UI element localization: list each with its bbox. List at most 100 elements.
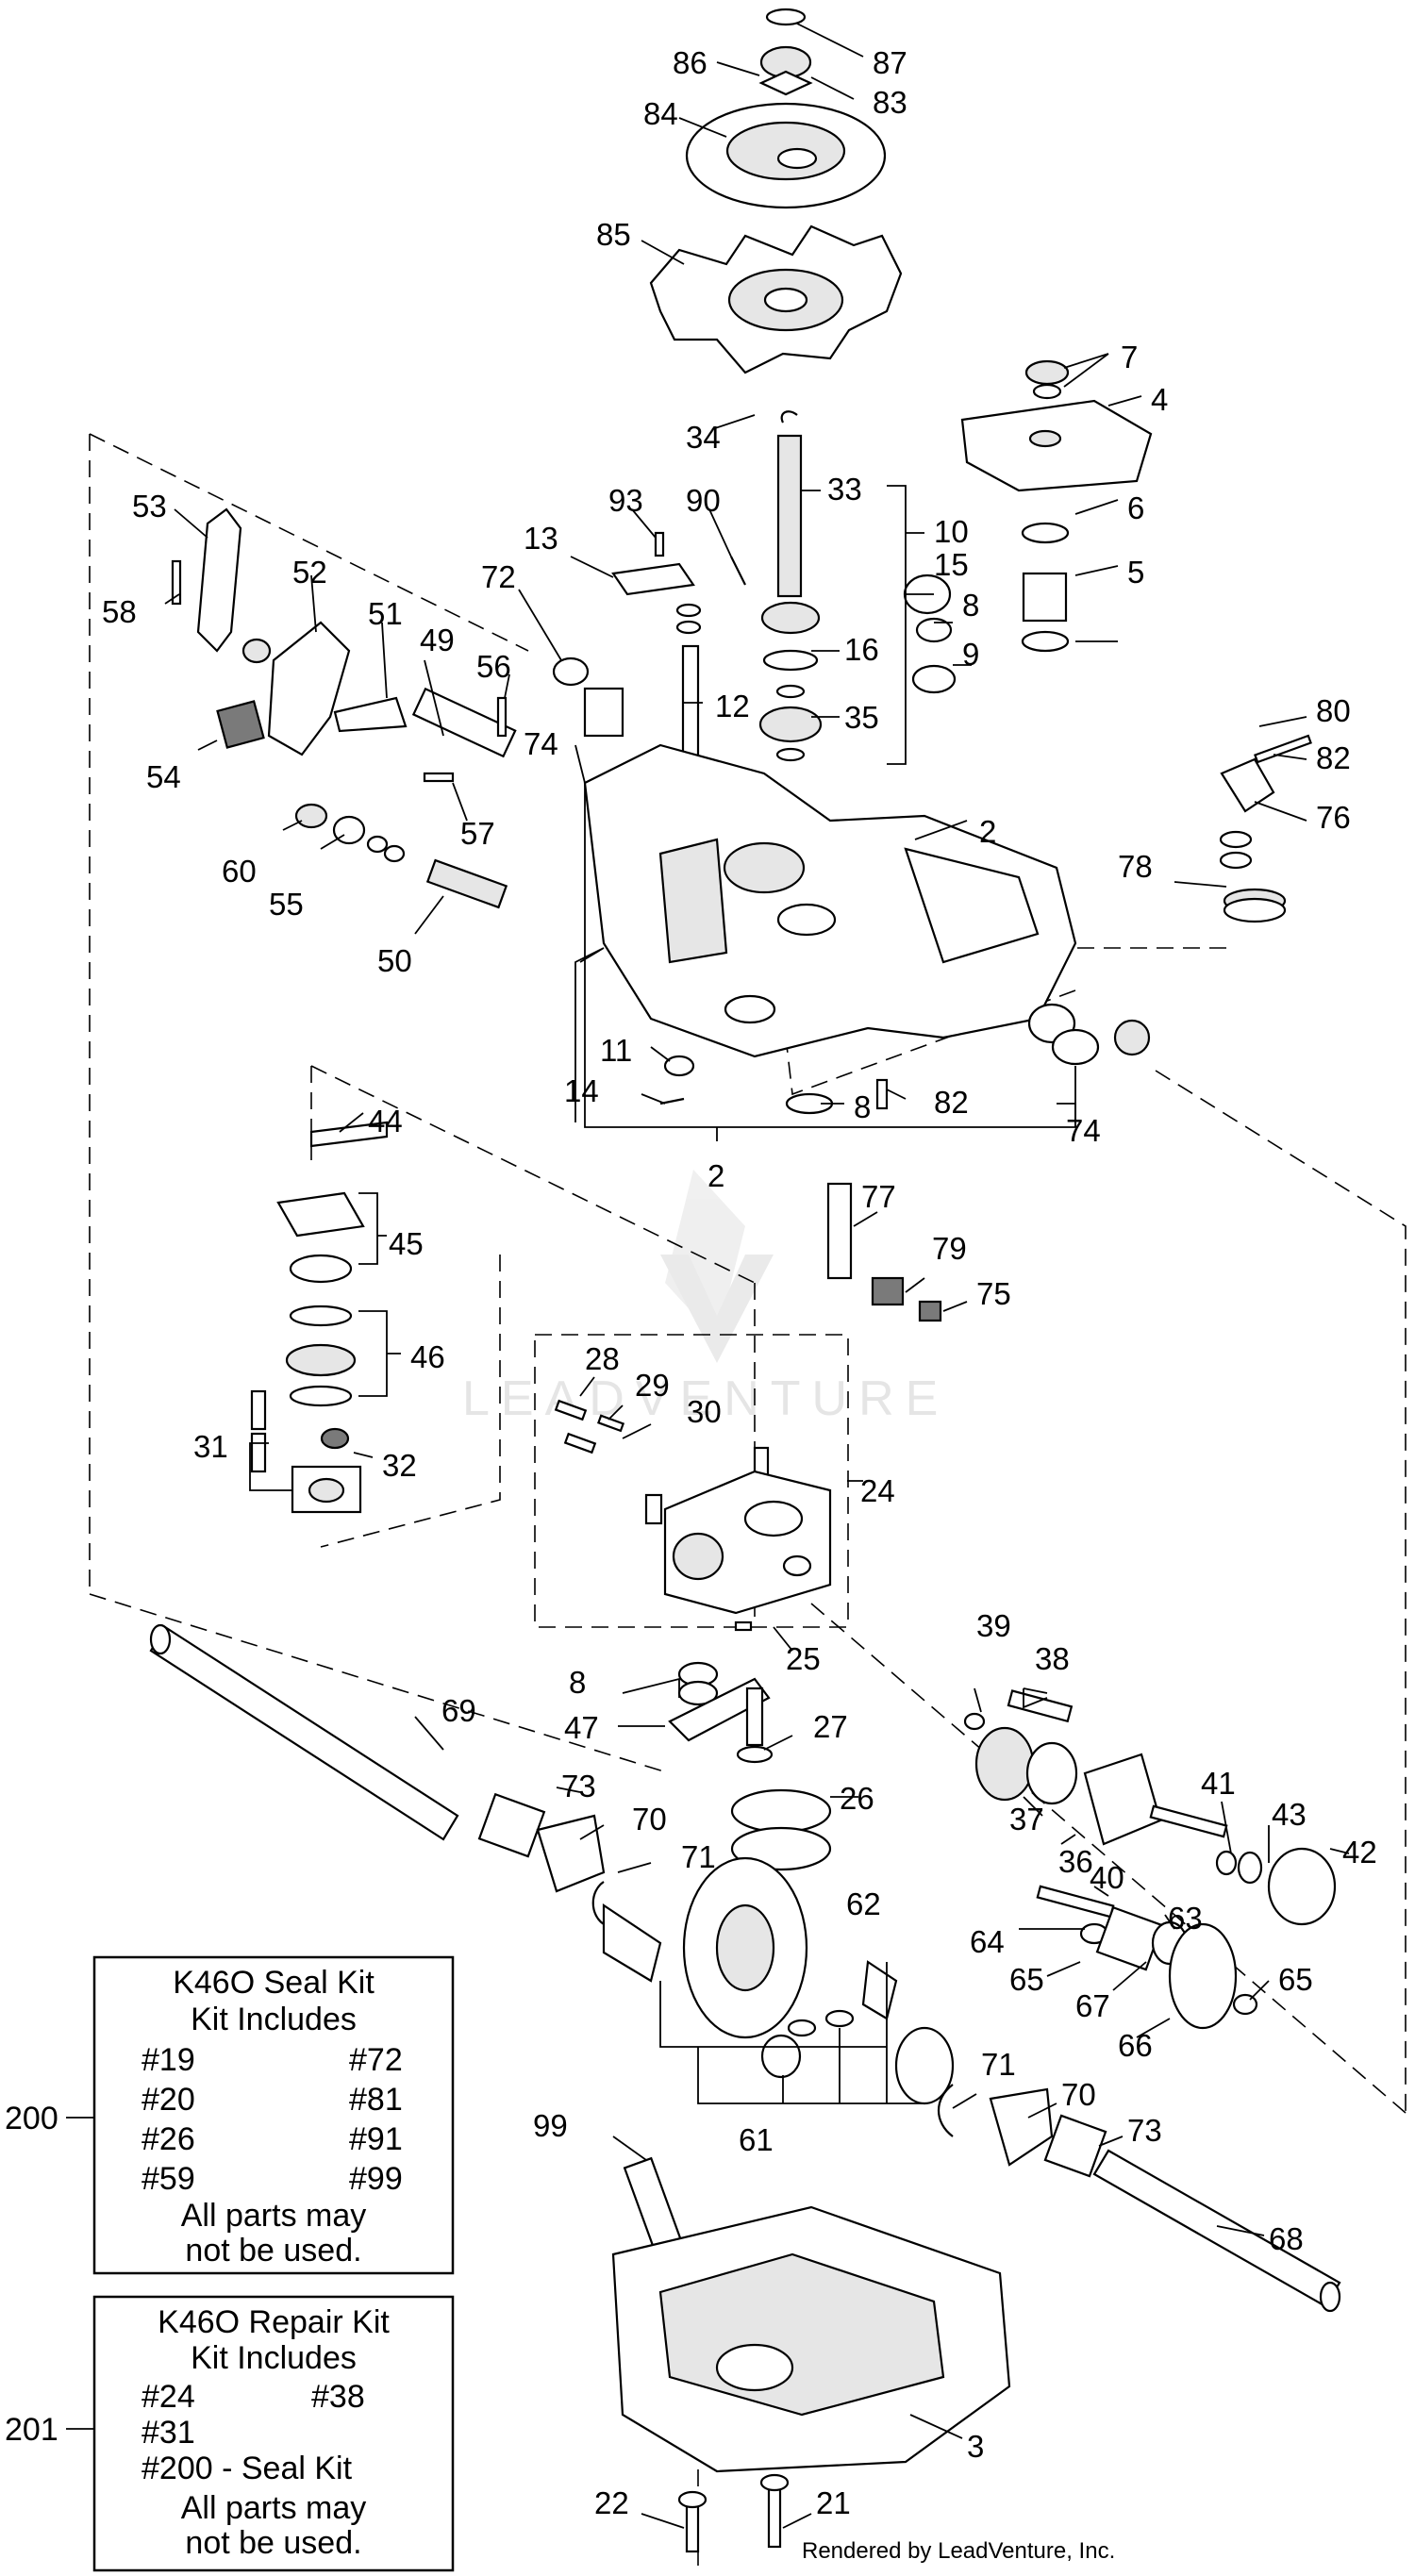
callout-6-top: 6 bbox=[1127, 490, 1144, 525]
seal-kit-part: #81 bbox=[349, 2082, 403, 2118]
callout-9: 9 bbox=[962, 637, 979, 672]
callout-43: 43 bbox=[1272, 1797, 1307, 1832]
seal-kit-part: #72 bbox=[349, 2042, 403, 2078]
callout-5: 5 bbox=[1127, 555, 1144, 590]
repair-kit-part: #31 bbox=[142, 2415, 195, 2451]
watermark-text: LEADVENTURE bbox=[462, 1371, 949, 1426]
callout-37: 37 bbox=[1009, 1802, 1044, 1836]
callout-71-left: 71 bbox=[681, 1839, 716, 1874]
gear-set bbox=[602, 1856, 1341, 2313]
callout-93: 93 bbox=[608, 483, 643, 518]
callout-29: 29 bbox=[635, 1368, 670, 1403]
callout-28: 28 bbox=[585, 1341, 620, 1376]
cooling-fan bbox=[649, 224, 903, 374]
upper-housing bbox=[583, 743, 1151, 1115]
callout-2-upper: 2 bbox=[979, 814, 996, 849]
callout-35: 35 bbox=[844, 700, 879, 735]
callout-31: 31 bbox=[193, 1429, 228, 1464]
callout-10: 10 bbox=[934, 514, 969, 549]
callout-21: 21 bbox=[816, 2485, 851, 2520]
left-axle bbox=[149, 1623, 606, 1925]
callout-57: 57 bbox=[460, 816, 495, 851]
callout-86: 86 bbox=[673, 45, 708, 80]
callout-26: 26 bbox=[840, 1781, 874, 1816]
callout-labels: 87 86 83 84 85 7 4 34 33 10 6 5 93 90 53… bbox=[102, 45, 1377, 2520]
callout-44: 44 bbox=[368, 1104, 403, 1138]
callout-52: 52 bbox=[292, 555, 327, 590]
seal-kit-part: #91 bbox=[349, 2121, 403, 2157]
seal-kit-subtitle: Kit Includes bbox=[191, 2002, 357, 2037]
seal-kit-number: 200 bbox=[5, 2101, 58, 2136]
callout-45: 45 bbox=[389, 1226, 424, 1261]
callout-70-right: 70 bbox=[1061, 2077, 1096, 2112]
callout-62: 62 bbox=[846, 1886, 881, 1921]
repair-kit-number: 201 bbox=[5, 2412, 58, 2448]
callout-50: 50 bbox=[377, 943, 412, 978]
repair-kit-title: K46O Repair Kit bbox=[158, 2304, 390, 2340]
callout-65-left: 65 bbox=[1009, 1962, 1044, 1997]
callout-99: 99 bbox=[533, 2108, 568, 2143]
callout-74-right: 74 bbox=[1066, 1113, 1101, 1148]
side-bracket bbox=[1219, 734, 1312, 923]
reservoir bbox=[903, 359, 1153, 694]
seal-kit-note: All parts may bbox=[181, 2198, 367, 2234]
seal-kit-note: not be used. bbox=[185, 2233, 361, 2269]
callout-42: 42 bbox=[1342, 1835, 1377, 1870]
callout-61: 61 bbox=[739, 2122, 774, 2157]
render-credit: Rendered by LeadVenture, Inc. bbox=[802, 2538, 1115, 2564]
callout-74-left: 74 bbox=[524, 726, 558, 761]
callout-77: 77 bbox=[861, 1179, 896, 1214]
callout-72-left: 72 bbox=[481, 559, 516, 594]
lower-center-parts bbox=[668, 1661, 832, 1871]
callout-82-lower: 82 bbox=[934, 1085, 969, 1120]
pulley-stack bbox=[685, 8, 887, 209]
callout-53: 53 bbox=[132, 489, 167, 524]
callout-24: 24 bbox=[860, 1473, 895, 1508]
callout-27: 27 bbox=[813, 1709, 848, 1744]
callout-87: 87 bbox=[873, 45, 907, 80]
leadventure-watermark: LEADVENTURE bbox=[462, 1170, 949, 1426]
callout-11: 11 bbox=[600, 1033, 632, 1068]
callout-90: 90 bbox=[686, 483, 721, 518]
center-section bbox=[554, 1399, 832, 1632]
callout-79: 79 bbox=[932, 1231, 967, 1266]
repair-kit-part: #24 bbox=[142, 2379, 195, 2415]
repair-kit-part: #38 bbox=[311, 2379, 365, 2415]
bracket-parts bbox=[611, 531, 746, 596]
callout-46: 46 bbox=[410, 1339, 445, 1374]
callout-83: 83 bbox=[873, 85, 907, 120]
callout-82-right: 82 bbox=[1316, 740, 1351, 775]
callout-2-lower: 2 bbox=[708, 1158, 724, 1193]
leader-lines bbox=[66, 23, 1350, 2529]
callout-32: 32 bbox=[382, 1448, 417, 1483]
callout-14: 14 bbox=[564, 1073, 599, 1108]
repair-kit-box: K46O Repair Kit Kit Includes #24 #38 #31… bbox=[5, 2295, 455, 2572]
callout-55: 55 bbox=[269, 887, 304, 922]
callout-67: 67 bbox=[1075, 1988, 1110, 2023]
callout-73-left: 73 bbox=[561, 1769, 596, 1803]
callout-33: 33 bbox=[827, 472, 862, 507]
callout-76: 76 bbox=[1316, 800, 1351, 835]
seal-kit-part: #26 bbox=[142, 2121, 195, 2157]
callout-8-lower: 8 bbox=[569, 1665, 586, 1700]
callout-85: 85 bbox=[596, 217, 631, 252]
callout-8-mid: 8 bbox=[854, 1089, 871, 1124]
callout-54: 54 bbox=[146, 759, 181, 794]
repair-kit-note: All parts may bbox=[181, 2490, 367, 2526]
callout-71-right: 71 bbox=[981, 2047, 1016, 2082]
callout-56: 56 bbox=[476, 649, 511, 684]
seal-kit-part: #19 bbox=[142, 2042, 195, 2078]
callout-8-top: 8 bbox=[962, 588, 979, 623]
callout-84: 84 bbox=[643, 96, 678, 131]
callout-34-top: 34 bbox=[686, 420, 721, 455]
callout-38: 38 bbox=[1035, 1641, 1070, 1676]
lower-case bbox=[611, 2156, 1011, 2553]
charge-pump bbox=[250, 1121, 389, 1514]
callout-40: 40 bbox=[1090, 1860, 1124, 1895]
callout-58: 58 bbox=[102, 594, 137, 629]
callout-63: 63 bbox=[1168, 1901, 1203, 1936]
callout-13: 13 bbox=[524, 521, 558, 556]
callout-49: 49 bbox=[420, 623, 455, 657]
callout-41: 41 bbox=[1201, 1766, 1236, 1801]
